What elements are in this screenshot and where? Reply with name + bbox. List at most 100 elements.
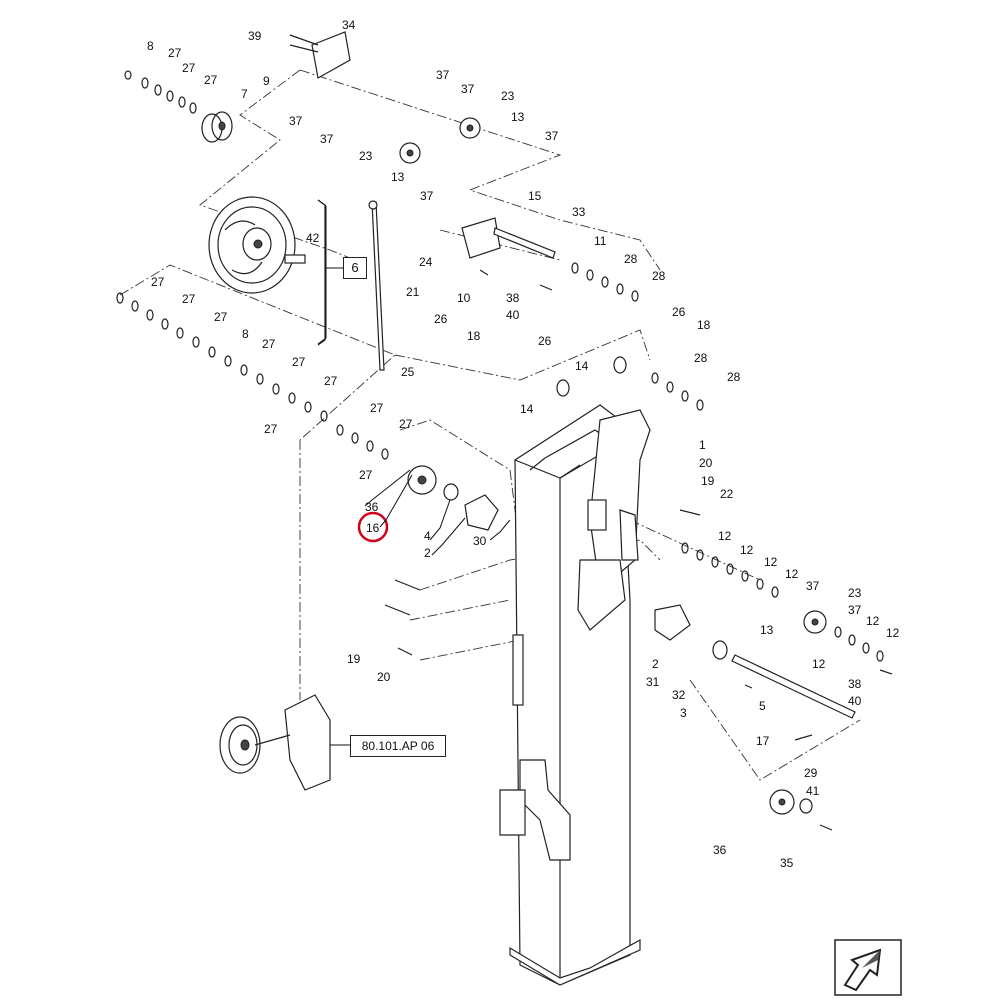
callout-34: 34 bbox=[342, 18, 356, 32]
callout-26: 26 bbox=[672, 305, 686, 319]
sprockets bbox=[399, 117, 827, 815]
callout-14: 14 bbox=[520, 402, 534, 416]
callout-27: 27 bbox=[359, 468, 373, 482]
callout-2: 2 bbox=[652, 657, 659, 671]
group-bracket bbox=[317, 199, 345, 345]
washer-strings bbox=[116, 70, 884, 662]
callout-13: 13 bbox=[760, 623, 774, 637]
callout-28: 28 bbox=[727, 370, 741, 384]
callout-30: 30 bbox=[473, 534, 487, 548]
callout-37: 37 bbox=[436, 68, 450, 82]
callout-28: 28 bbox=[624, 252, 638, 266]
callout-33: 33 bbox=[572, 205, 586, 219]
callout-27: 27 bbox=[264, 422, 278, 436]
callout-23: 23 bbox=[848, 586, 862, 600]
callout-4: 4 bbox=[424, 529, 431, 543]
callout-31: 31 bbox=[646, 675, 660, 689]
callout-28: 28 bbox=[694, 351, 708, 365]
callout-leaders bbox=[364, 469, 511, 556]
callout-37: 37 bbox=[848, 603, 862, 617]
callout-26: 26 bbox=[434, 312, 448, 326]
highlight-ring-16 bbox=[357, 511, 389, 543]
callout-8: 8 bbox=[242, 327, 249, 341]
bearing-flanges bbox=[464, 494, 691, 641]
washers-center bbox=[336, 424, 389, 460]
callout-5: 5 bbox=[759, 699, 766, 713]
callout-29: 29 bbox=[804, 766, 818, 780]
callout-13: 13 bbox=[391, 170, 405, 184]
callout-23: 23 bbox=[501, 89, 515, 103]
callout-37: 37 bbox=[320, 132, 334, 146]
bolts bbox=[384, 269, 893, 831]
callout-36: 36 bbox=[713, 843, 727, 857]
callout-40: 40 bbox=[848, 694, 862, 708]
cross-reference-box[interactable]: 80.101.AP 06 bbox=[350, 735, 446, 757]
callout-3: 3 bbox=[680, 706, 687, 720]
callout-7: 7 bbox=[241, 87, 248, 101]
callout-36: 36 bbox=[365, 500, 379, 514]
callout-27: 27 bbox=[182, 61, 196, 75]
callout-39: 39 bbox=[248, 29, 262, 43]
idler-roller bbox=[201, 111, 233, 143]
callout-16: 16 bbox=[366, 521, 380, 535]
callout-14: 14 bbox=[575, 359, 589, 373]
callout-13: 13 bbox=[511, 110, 525, 124]
lower-wheel-assembly bbox=[219, 694, 331, 791]
callout-40: 40 bbox=[506, 308, 520, 322]
tensioner-rod bbox=[368, 200, 385, 371]
callout-37: 37 bbox=[806, 579, 820, 593]
group-reference-box[interactable]: 6 bbox=[343, 257, 367, 279]
callout-37: 37 bbox=[420, 189, 434, 203]
callout-38: 38 bbox=[848, 677, 862, 691]
washers-upper-right bbox=[571, 262, 704, 411]
callout-8: 8 bbox=[147, 39, 154, 53]
callout-27: 27 bbox=[262, 337, 276, 351]
callout-28: 28 bbox=[652, 269, 666, 283]
callout-21: 21 bbox=[406, 285, 420, 299]
callout-12: 12 bbox=[740, 543, 754, 557]
washers-upper-left bbox=[124, 70, 197, 114]
callout-37: 37 bbox=[289, 114, 303, 128]
callout-12: 12 bbox=[764, 555, 778, 569]
callout-24: 24 bbox=[419, 255, 433, 269]
callout-27: 27 bbox=[151, 275, 165, 289]
callout-15: 15 bbox=[528, 189, 542, 203]
washers-right bbox=[681, 542, 884, 662]
callout-18: 18 bbox=[697, 318, 711, 332]
callout-19: 19 bbox=[701, 474, 715, 488]
callout-12: 12 bbox=[812, 657, 826, 671]
callout-38: 38 bbox=[506, 291, 520, 305]
frame-post bbox=[499, 404, 651, 986]
callout-20: 20 bbox=[699, 456, 713, 470]
callout-27: 27 bbox=[182, 292, 196, 306]
callout-12: 12 bbox=[718, 529, 732, 543]
upper-shaft bbox=[461, 217, 556, 259]
callout-9: 9 bbox=[263, 74, 270, 88]
callout-labels: 39 34 9 8 27 27 27 7 37 37 23 13 37 37 3… bbox=[147, 18, 900, 870]
drive-shaft bbox=[731, 654, 856, 719]
callout-10: 10 bbox=[457, 291, 471, 305]
callout-2: 2 bbox=[424, 546, 431, 560]
callout-18: 18 bbox=[467, 329, 481, 343]
callout-19: 19 bbox=[347, 652, 361, 666]
callout-25: 25 bbox=[401, 365, 415, 379]
callout-37: 37 bbox=[545, 129, 559, 143]
washers-mid-left bbox=[116, 292, 328, 422]
callout-27: 27 bbox=[324, 374, 338, 388]
callout-37: 37 bbox=[461, 82, 475, 96]
callout-27: 27 bbox=[204, 73, 218, 87]
callout-42: 42 bbox=[306, 231, 320, 245]
callout-27: 27 bbox=[370, 401, 384, 415]
callout-22: 22 bbox=[720, 487, 734, 501]
callout-11: 11 bbox=[594, 234, 607, 248]
callout-35: 35 bbox=[780, 856, 794, 870]
callout-41: 41 bbox=[806, 784, 820, 798]
callout-17: 17 bbox=[756, 734, 770, 748]
assembly-center-lines bbox=[119, 69, 861, 781]
upper-bracket bbox=[289, 31, 351, 79]
callout-26: 26 bbox=[538, 334, 552, 348]
callout-27: 27 bbox=[292, 355, 306, 369]
callout-23: 23 bbox=[359, 149, 373, 163]
